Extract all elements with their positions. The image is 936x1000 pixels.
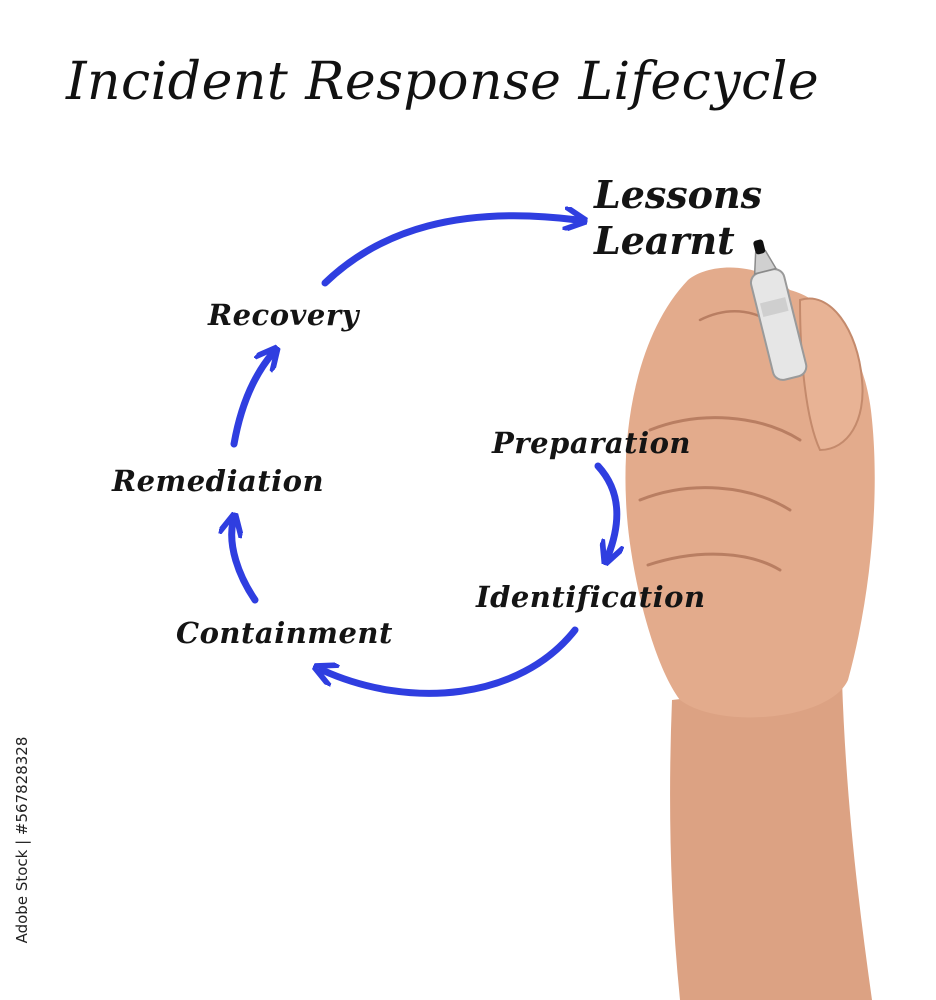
arrow-identification-to-containment — [322, 626, 579, 697]
arrow-containment-to-remediation — [232, 522, 259, 604]
arrow-recovery-to-lessons — [321, 216, 578, 287]
step-preparation: Preparation — [492, 426, 692, 460]
step-identification: Identification — [476, 580, 706, 614]
diagram-title: Incident Response Lifecycle — [66, 52, 820, 112]
arrow-preparation-to-identification — [594, 462, 617, 556]
marker-pen — [749, 239, 808, 381]
step-recovery: Recovery — [208, 298, 359, 332]
step-containment: Containment — [176, 616, 393, 650]
hand-with-marker-illustration — [625, 239, 875, 1000]
step-lessons-line1: Lessons — [594, 172, 763, 217]
step-lessons-learnt: Lessons Learnt — [594, 172, 762, 264]
step-lessons-line2: Learnt — [594, 218, 735, 263]
arrow-remediation-to-recovery — [230, 354, 272, 448]
step-remediation: Remediation — [112, 464, 325, 498]
stock-watermark-text: Adobe Stock | #567828328 — [13, 736, 31, 944]
forearm — [670, 680, 872, 1000]
thumb — [798, 297, 864, 452]
stock-watermark: Adobe Stock | #567828328 — [10, 737, 34, 944]
